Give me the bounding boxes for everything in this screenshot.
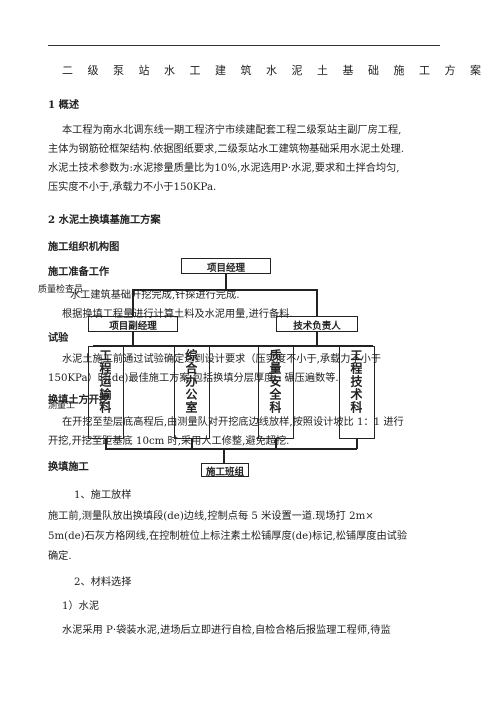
org-bottom-label: 施工班组 — [205, 467, 244, 478]
org-heading: 施工组织机构图 — [48, 241, 120, 253]
document-title: 二级泵站水工建筑水泥土基础施工方案 — [62, 64, 496, 77]
org-dept-2-label: 综合办公室 — [185, 349, 197, 414]
org-bottom-box: 施工班组 — [201, 463, 249, 478]
prep-line-2: 根据换填工程量进行计算土料及水泥用量,进行备料. — [62, 309, 293, 320]
test-heading: 试验 — [48, 332, 69, 344]
org-connector — [93, 345, 373, 347]
org-connector — [191, 439, 193, 449]
item-1-line-3: 确定. — [48, 551, 72, 562]
section-1-line-4: 压实度不小于,承载力不小于150KPa. — [48, 182, 217, 193]
prep-heading: 施工准备工作 — [48, 266, 110, 278]
excavation-heading: 换填土方开挖 — [48, 394, 110, 406]
header-rule — [48, 45, 440, 46]
org-mid-left-label: 项目副经理 — [109, 321, 157, 332]
org-connector — [132, 289, 134, 317]
section-2-heading: 2 水泥土换填基施工方案 — [48, 214, 161, 226]
item-1-heading: 1、施工放样 — [74, 490, 132, 501]
org-dept-4-box: 工程技术科 — [339, 346, 375, 439]
section-1-line-1: 本工程为南水北调东线一期工程济宁市续建配套工程二级泵站主副厂房工程, — [62, 125, 402, 136]
org-connector — [105, 448, 357, 450]
org-dept-3-label: 质量安全科 — [269, 349, 281, 414]
org-connector — [132, 289, 317, 291]
org-connector — [275, 439, 277, 449]
excavation-line-2: 开挖,开挖至距基底 10cm 时,采用人工修整,避免超挖. — [48, 436, 290, 447]
fill-heading: 换填施工 — [48, 461, 89, 473]
test-line-2: 150KPa）时(de)最佳施工方案,包括换填分层厚度、碾压遍数等. — [48, 373, 339, 384]
org-connector — [105, 439, 107, 449]
org-mid-left-box: 项目副经理 — [88, 316, 178, 332]
org-connector — [356, 439, 358, 449]
section-1-line-2: 主体为钢筋砼框架结构.依据图纸要求,二级泵站水工建筑物基础采用水泥土处理. — [48, 144, 405, 155]
org-dept-3-box: 质量安全科 — [258, 346, 294, 439]
item-1-line-1: 施工前,测量队放出换填段(de)边线,控制点每 5 米设置一道.现场打 2m× — [48, 511, 374, 522]
org-connector — [225, 274, 227, 290]
org-connector — [316, 332, 318, 346]
org-dept-2-box: 综合办公室 — [174, 346, 210, 439]
section-1-heading: 1 概述 — [48, 99, 80, 111]
section-1-line-3: 水泥土技术参数为:水泥掺量质量比为10%,水泥选用P·水泥,要求和土拌合均匀, — [48, 163, 400, 174]
org-connector — [316, 289, 318, 317]
item-1-line-2: 5m(de)石灰方格网线,在控制桩位上标注素土松铺厚度(de)标记,松铺厚度由试… — [48, 531, 408, 542]
org-top-label: 项目经理 — [206, 263, 245, 274]
org-dept-4-label: 工程技术科 — [350, 349, 362, 414]
org-left-label: 质量检查员 — [38, 285, 84, 295]
org-dept-1-label: 工程运输科 — [99, 349, 111, 414]
prep-line-1: 水工建筑基础开挖完成,钎探进行完成. — [70, 290, 240, 301]
org-connector — [223, 448, 225, 464]
item-2-1-heading: 1）水泥 — [62, 601, 100, 612]
org-connector — [132, 332, 134, 346]
org-mid-right-label: 技术负责人 — [293, 321, 341, 332]
org-side-label: 测量工 — [48, 401, 76, 411]
item-2-1-line-1: 水泥采用 P·袋装水泥,进场后立即进行自检,自检合格后报监理工程师,待监 — [62, 625, 391, 636]
excavation-line-1: 在开挖至垫层底高程后,由测量队对开挖底边线放样,按照设计坡比 1：1 进行 — [62, 417, 404, 428]
org-top-box: 项目经理 — [181, 258, 271, 274]
test-line-1: 水泥土施工前通过试验确定达到设计要求（压实度不小于,承载力不小于 — [62, 354, 382, 365]
org-mid-right-box: 技术负责人 — [276, 316, 358, 332]
item-2-heading: 2、材料选择 — [74, 577, 132, 588]
org-dept-1-box: 工程运输科 — [88, 346, 124, 439]
